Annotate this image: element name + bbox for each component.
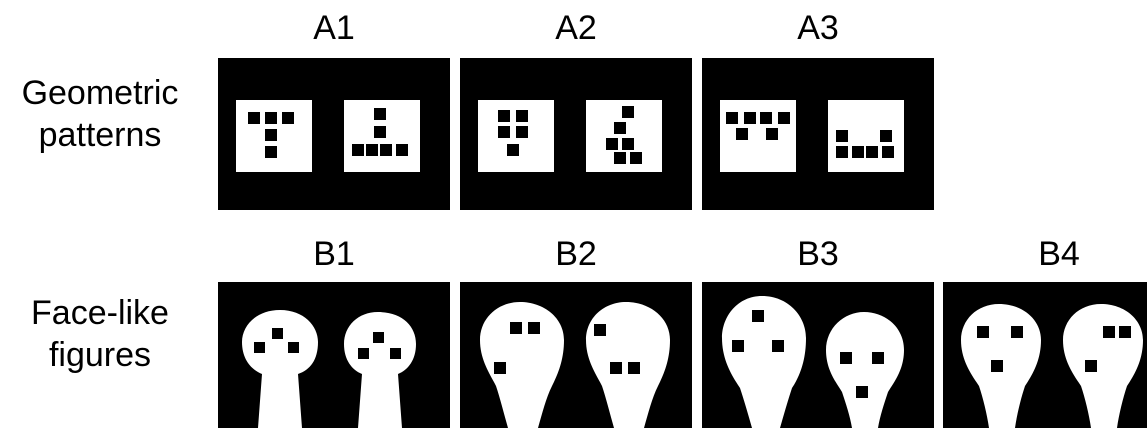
row-label-geometric-patterns: Geometric patterns: [0, 72, 200, 156]
face-feature-square: [254, 342, 265, 353]
pattern-square: [622, 106, 634, 118]
face-feature-square: [872, 352, 884, 364]
panel-b2: [460, 282, 692, 428]
pattern-card-left: [478, 100, 554, 172]
pattern-square: [630, 152, 642, 164]
face-figures-svg: [702, 282, 934, 428]
panel-title-a2: A2: [460, 8, 692, 48]
pattern-square: [265, 129, 277, 141]
pattern-square: [282, 112, 294, 124]
pattern-square: [778, 112, 790, 124]
face-feature-square: [732, 340, 744, 352]
row-label-line-1: Face-like: [0, 292, 200, 334]
face-feature-square: [840, 352, 852, 364]
panel-b3: [702, 282, 934, 428]
pattern-card-right: [586, 100, 662, 172]
pattern-square: [882, 146, 894, 158]
face-feature-square: [288, 342, 299, 353]
pattern-square: [248, 112, 260, 124]
face-feature-square: [1011, 326, 1023, 338]
face-feature-square: [772, 340, 784, 352]
face-feature-square: [1085, 360, 1097, 372]
face-feature-square: [1119, 326, 1131, 338]
panel-title-b3: B3: [702, 234, 934, 274]
pattern-card-right: [828, 100, 904, 172]
face-feature-square: [856, 386, 868, 398]
pattern-square: [836, 130, 848, 142]
face-shape-left: [480, 302, 564, 428]
panel-title-b2: B2: [460, 234, 692, 274]
pattern-square: [766, 128, 778, 140]
pattern-square: [498, 126, 510, 138]
pattern-square: [852, 146, 864, 158]
face-shape-right: [344, 312, 416, 428]
pattern-square: [396, 144, 408, 156]
panel-a2: [460, 58, 692, 210]
panel-a1: [218, 58, 450, 210]
row-label-line-2: patterns: [0, 114, 200, 156]
face-feature-square: [358, 348, 369, 359]
face-feature-square: [528, 322, 540, 334]
pattern-square: [736, 128, 748, 140]
face-shape-left: [242, 310, 318, 428]
pattern-square: [836, 146, 848, 158]
face-feature-square: [373, 332, 384, 343]
face-feature-square: [991, 360, 1003, 372]
row-label-line-1: Geometric: [0, 72, 200, 114]
pattern-square: [380, 144, 392, 156]
face-feature-square: [390, 348, 401, 359]
pattern-card-left: [236, 100, 312, 172]
pattern-square: [760, 112, 772, 124]
pattern-square: [265, 146, 277, 158]
face-figures-svg: [460, 282, 692, 428]
pattern-square: [374, 108, 386, 120]
face-feature-square: [272, 328, 283, 339]
face-figures-svg: [943, 282, 1147, 428]
face-feature-square: [752, 310, 764, 322]
panel-a3: [702, 58, 934, 210]
pattern-square: [516, 110, 528, 122]
pattern-square: [606, 138, 618, 150]
panel-b4: [943, 282, 1147, 428]
face-feature-square: [510, 322, 522, 334]
panel-title-a3: A3: [702, 8, 934, 48]
panel-title-a1: A1: [218, 8, 450, 48]
face-feature-square: [977, 326, 989, 338]
pattern-square: [352, 144, 364, 156]
pattern-square: [516, 126, 528, 138]
face-feature-square: [594, 324, 606, 336]
row-label-face-like-figures: Face-like figures: [0, 292, 200, 376]
face-figures-svg: [218, 282, 450, 428]
pattern-square: [880, 130, 892, 142]
row-label-line-2: figures: [0, 334, 200, 376]
panel-title-b4: B4: [943, 234, 1147, 274]
pattern-square: [622, 138, 634, 150]
pattern-square: [866, 146, 878, 158]
face-shape-right: [826, 312, 904, 428]
pattern-square: [265, 112, 277, 124]
face-feature-square: [1103, 326, 1115, 338]
pattern-square: [744, 112, 756, 124]
panel-title-b1: B1: [218, 234, 450, 274]
face-shape-right: [1063, 304, 1143, 428]
pattern-square: [614, 152, 626, 164]
pattern-card-left: [720, 100, 796, 172]
pattern-square: [726, 112, 738, 124]
pattern-square: [507, 144, 519, 156]
panel-b1: [218, 282, 450, 428]
face-feature-square: [628, 362, 640, 374]
pattern-square: [366, 144, 378, 156]
pattern-square: [614, 122, 626, 134]
pattern-square: [374, 126, 386, 138]
pattern-square: [498, 110, 510, 122]
face-feature-square: [610, 362, 622, 374]
pattern-card-right: [344, 100, 420, 172]
face-feature-square: [494, 362, 506, 374]
